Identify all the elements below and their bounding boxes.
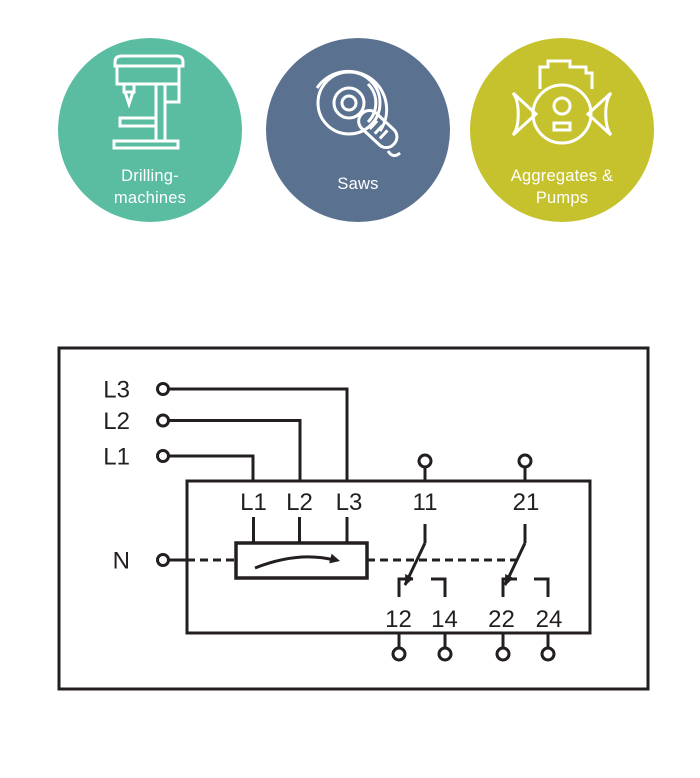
saw-blade-detail-arc (366, 82, 378, 124)
category-tile-saws[interactable]: Saws (266, 38, 450, 222)
label-contact-14: 14 (431, 606, 458, 633)
saw-handle-vents (368, 119, 389, 140)
saw-hub (340, 94, 358, 112)
drill-motor-box (163, 82, 181, 104)
label-contact-24: 24 (536, 606, 563, 633)
contact-24-bracket (534, 577, 550, 597)
pump-valve-right (585, 91, 613, 137)
saw-handle (357, 108, 399, 150)
category-label-line: Saws (337, 175, 379, 194)
terminal-21 (517, 453, 533, 469)
contact-14-bracket (431, 577, 447, 597)
saw-blade-inner (332, 86, 366, 120)
saw-handle-body (357, 108, 399, 150)
terminal-l1 (156, 449, 170, 463)
wire-l2 (168, 419, 302, 481)
diagram-outer-border (57, 346, 650, 691)
label-contact-22: 22 (488, 606, 515, 633)
wire-l3 (168, 387, 349, 481)
drill-press-icon (112, 54, 185, 150)
pump-body (531, 83, 593, 145)
measuring-unit-stubs (252, 517, 349, 543)
phase-arrow-head (329, 553, 340, 564)
pump-port (552, 96, 572, 116)
label-n: N (113, 548, 130, 575)
pump-valve-left (511, 91, 539, 137)
terminal-n (156, 553, 170, 567)
label-l2-source: L2 (103, 408, 130, 435)
drill-bit (122, 90, 136, 109)
category-label-line: Aggregates & (510, 167, 614, 186)
category-label-line: Drilling- (121, 167, 179, 186)
drill-table (118, 116, 158, 128)
label-contact-21: 21 (513, 489, 540, 516)
category-label: Saws (266, 174, 450, 196)
category-label-line: machines (113, 189, 187, 208)
category-label-line: Pumps (535, 189, 589, 208)
terminal-l3 (156, 382, 170, 396)
contact-22-bracket (501, 577, 517, 597)
terminal-12 (391, 646, 407, 662)
contact-12-14-stubs (397, 633, 447, 648)
label-device-l2: L2 (286, 489, 313, 516)
contact-12-bracket (397, 577, 413, 597)
saw-blade (316, 70, 382, 136)
pump-icon (511, 59, 613, 145)
label-l1-source: L1 (103, 444, 130, 471)
drill-base (112, 139, 180, 150)
category-tile-aggregates-pumps[interactable]: Aggregates & Pumps (470, 38, 654, 222)
drill-head (115, 64, 181, 86)
measuring-unit-box (234, 541, 369, 580)
pump-motor-block (538, 59, 594, 89)
wire-l1 (168, 454, 255, 481)
terminal-24 (540, 646, 556, 662)
circular-saw-icon (315, 69, 401, 158)
relay-device-box (185, 479, 592, 635)
label-device-l3: L3 (336, 489, 363, 516)
category-label: Aggregates & Pumps (470, 166, 654, 210)
label-contact-11: 11 (413, 489, 438, 516)
saw-guard-arc (315, 69, 389, 132)
label-device-l1: L1 (240, 489, 267, 516)
label-contact-12: 12 (385, 606, 412, 633)
label-l3-source: L3 (103, 377, 130, 404)
category-label: Drilling- machines (58, 166, 242, 210)
phase-arrow-curve (254, 555, 335, 570)
terminal-11 (417, 453, 433, 469)
terminal-14 (437, 646, 453, 662)
saw-cord (386, 150, 401, 158)
contact-22-24-stubs (501, 633, 550, 648)
terminal-22 (495, 646, 511, 662)
category-tile-drilling-machines[interactable]: Drilling- machines (58, 38, 242, 222)
terminal-l2 (156, 413, 170, 428)
pump-plate (552, 121, 572, 132)
drill-cap (113, 54, 185, 68)
